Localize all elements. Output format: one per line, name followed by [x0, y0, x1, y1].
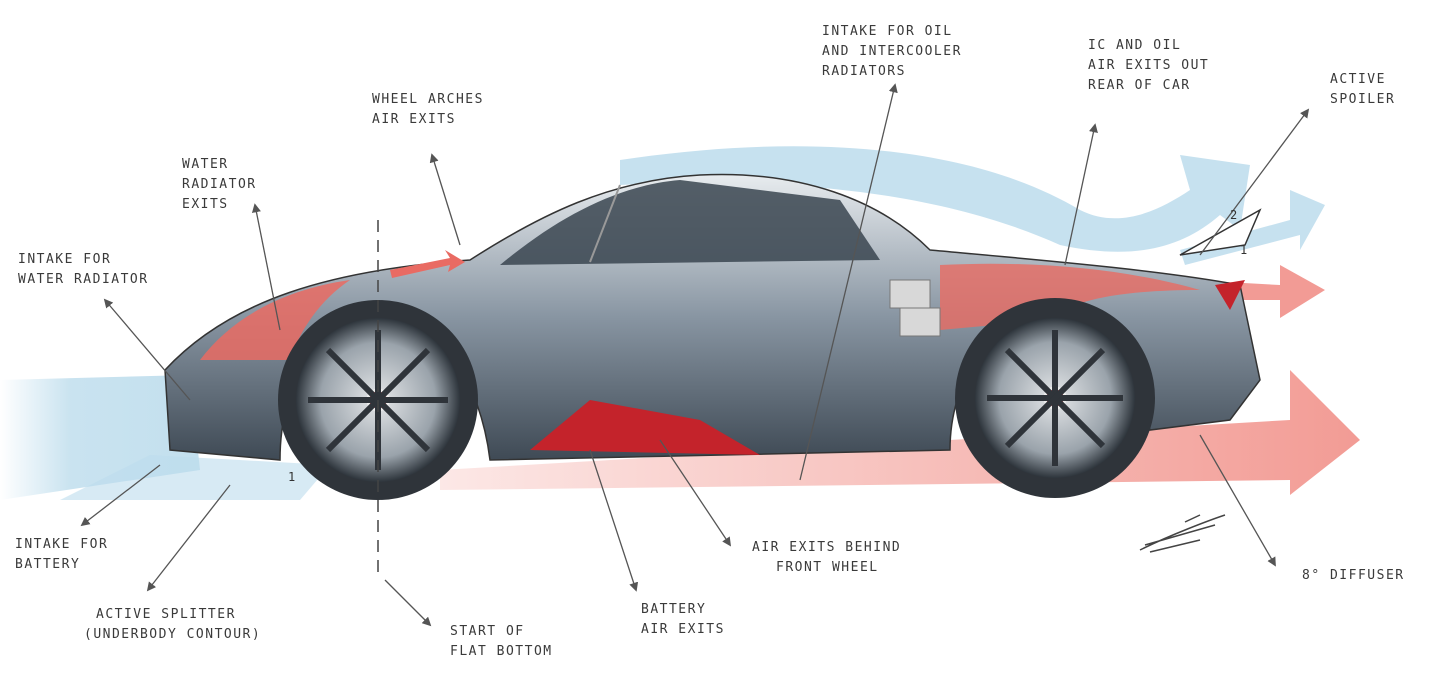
leader-start-flat — [384, 579, 432, 627]
label-wheel-arches-air-exits: Wheel arches air exits — [372, 92, 484, 127]
label-air-exits-front-wheel: Air exits behind front wheel — [752, 540, 902, 575]
label-ic-oil-air-exits: IC and oil air exits out rear of car — [1088, 38, 1210, 93]
intercooler-grille-bottom — [899, 307, 941, 337]
intercooler-grille-top — [889, 279, 931, 309]
label-active-splitter: Active splitter (underbody contour) — [84, 607, 262, 642]
label-intake-oil-intercooler: Intake for oil and intercooler radiators — [822, 24, 962, 79]
label-intake-water-radiator: Intake for water radiator — [18, 252, 149, 287]
leader-ic-oil — [1064, 123, 1098, 266]
leader-diffuser — [1199, 434, 1276, 567]
rear-wheel-spokes — [987, 330, 1123, 466]
cabin-window — [500, 180, 880, 265]
label-intake-battery: Intake for battery — [15, 537, 109, 572]
active-spoiler-wing — [1179, 208, 1262, 256]
leader-intake-oil — [799, 83, 898, 481]
front-red-accent — [200, 280, 350, 360]
leader-intake-water — [103, 298, 191, 401]
leader-wheel-arches — [429, 153, 461, 246]
leader-air-exits-wheel — [659, 439, 732, 547]
marker-spoiler-one: 1 — [1240, 243, 1248, 257]
signature-scribble — [1139, 514, 1226, 553]
label-start-flat-bottom: Start of flat bottom — [450, 624, 553, 659]
leader-spoiler — [1199, 108, 1310, 256]
leader-intake-battery — [80, 464, 161, 527]
label-diffuser: 8° diffuser — [1302, 568, 1405, 583]
leader-battery-exits — [589, 449, 639, 592]
rear-light — [1215, 280, 1245, 310]
underbody-airflow-blue — [60, 455, 330, 500]
roof-airflow-blue — [620, 146, 1250, 252]
side-red-intake — [530, 400, 760, 455]
label-battery-air-exits: Battery air exits — [641, 602, 725, 637]
arch-arrow-red — [390, 250, 465, 278]
label-water-radiator-exits: Water radiator exits — [182, 157, 257, 212]
leader-active-splitter — [146, 484, 231, 592]
label-active-spoiler: Active spoiler — [1330, 72, 1396, 107]
marker-front-one: 1 — [288, 470, 296, 484]
marker-spoiler-two: 2 — [1230, 208, 1238, 222]
leader-water-exits — [251, 203, 281, 331]
